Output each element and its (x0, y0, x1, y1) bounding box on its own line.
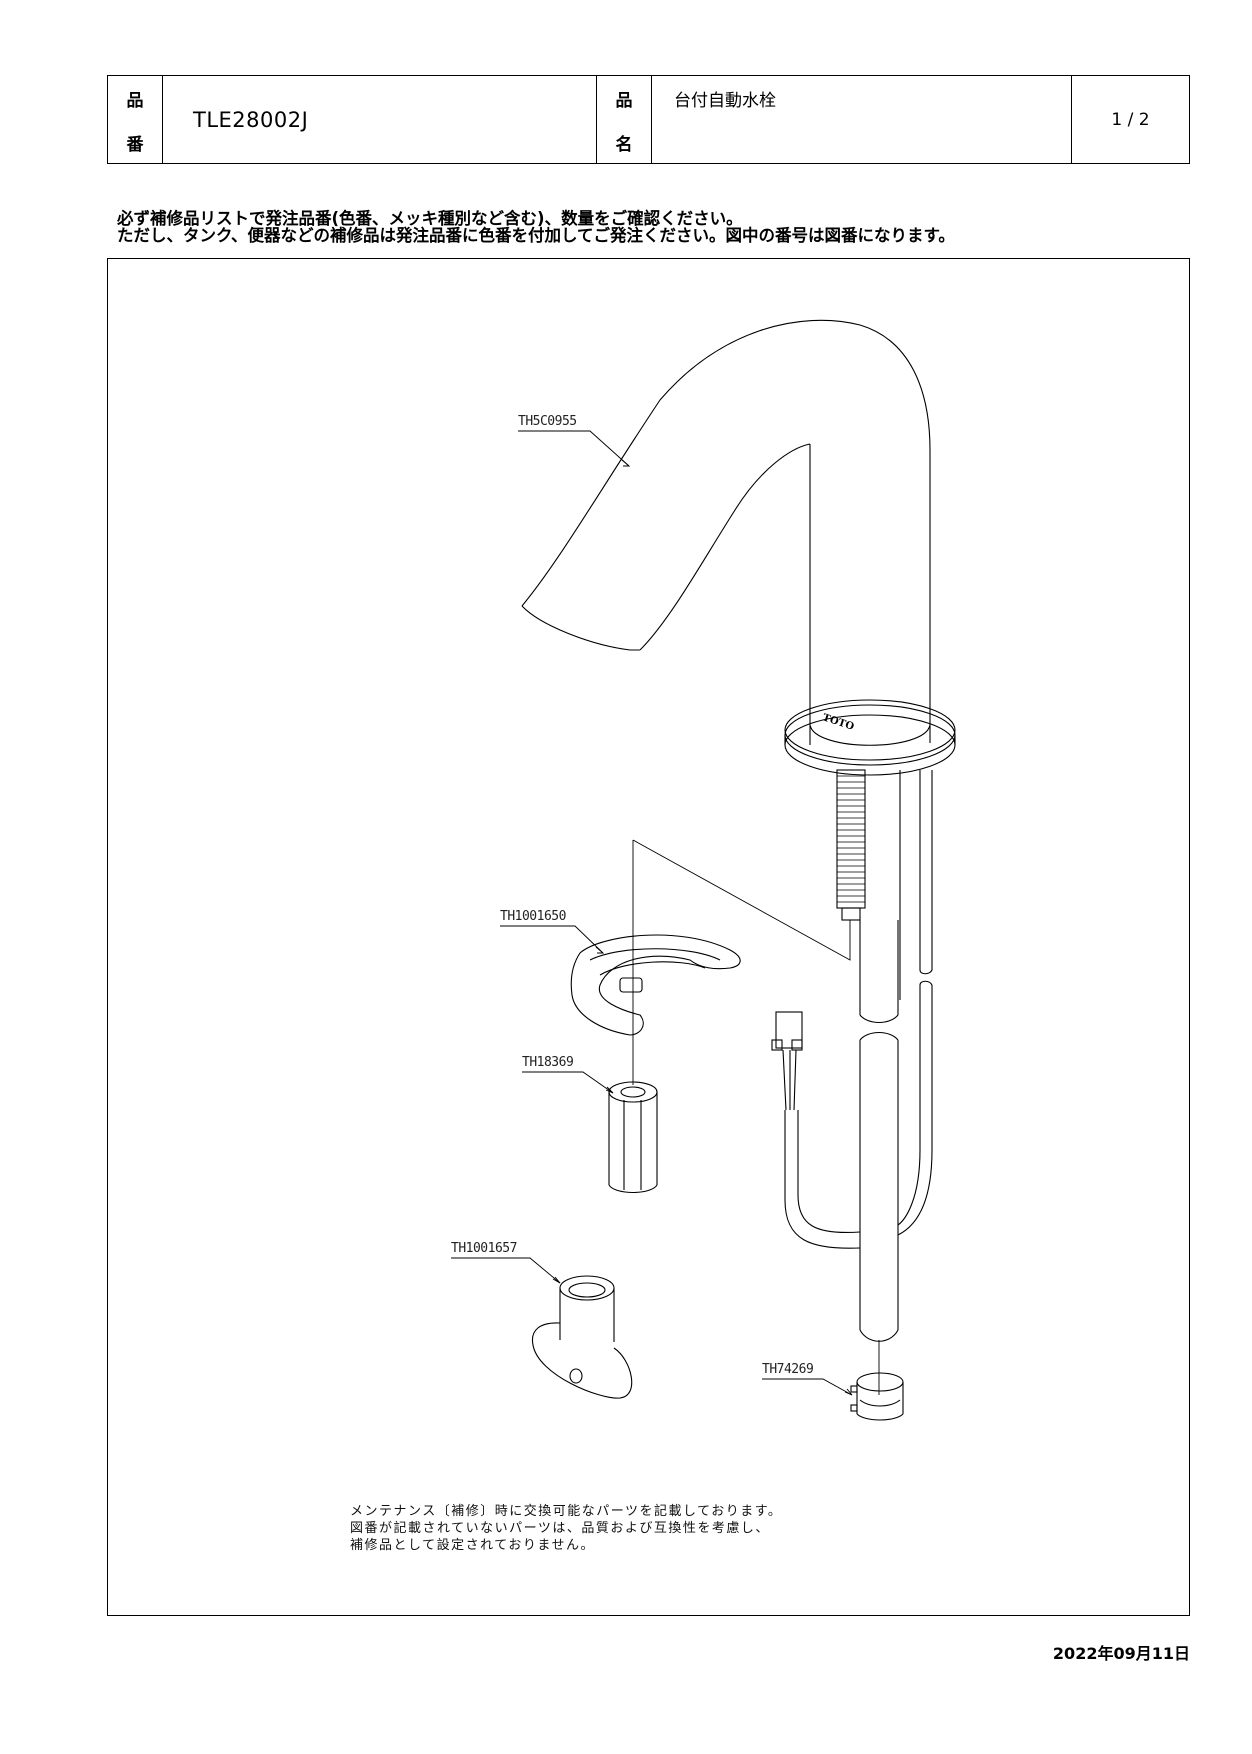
part-number-label: 品 番 (108, 76, 163, 163)
product-name-label: 品 名 (597, 76, 652, 163)
leader-lines (451, 430, 853, 1396)
spout-body-part: TOTO (521, 319, 956, 1000)
footnote-line-3: 補修品として設定されておりません。 (350, 1538, 595, 1553)
part-label-th18369: TH18369 (522, 1055, 574, 1070)
alignment-line (632, 839, 851, 1085)
footnote-line-2: 図番が記載されていないパーツは、品質および互換性を考慮し、 (350, 1521, 770, 1536)
spanner-key-part (531, 1275, 633, 1399)
product-name-label-bottom: 名 (615, 135, 633, 155)
part-label-th74269: TH74269 (762, 1362, 814, 1377)
order-notice-line-2: ただし、タンク、便器などの補修品は発注品番に色番を付加してご発注ください。図中の… (117, 226, 955, 245)
issue-date: 2022年09月11日 (1052, 1644, 1190, 1663)
supply-hose (859, 920, 933, 1342)
hose-clamp-part (850, 1340, 904, 1421)
horseshoe-washer-part (570, 934, 741, 1036)
page-number: 1 / 2 (1111, 109, 1150, 130)
title-block: 品 番 TLE28002J 品 名 台付自動水栓 1 / 2 (107, 75, 1190, 164)
part-number-value: TLE28002J (163, 76, 597, 163)
part-label-th5c0955: TH5C0955 (518, 414, 577, 429)
maintenance-footnote: メンテナンス〔補修〕時に交換可能なパーツを記載しております。 図番が記載されてい… (350, 1503, 782, 1554)
sensor-cable (771, 1011, 861, 1249)
part-number-label-top: 品 (126, 91, 144, 111)
footnote-line-1: メンテナンス〔補修〕時に交換可能なパーツを記載しております。 (350, 1504, 783, 1519)
part-label-th1001657: TH1001657 (451, 1241, 517, 1256)
part-number-label-bottom: 番 (126, 135, 144, 155)
hex-coupling-part (608, 1081, 658, 1194)
product-name-value: 台付自動水栓 (652, 76, 1072, 163)
order-notice: 必ず補修品リストで発注品番(色番、メッキ種別など含む)、数量をご確認ください。 … (117, 210, 955, 244)
order-notice-line-1: 必ず補修品リストで発注品番(色番、メッキ種別など含む)、数量をご確認ください。 (117, 209, 743, 228)
product-name-label-top: 品 (615, 91, 633, 111)
part-label-th1001650: TH1001650 (500, 909, 566, 924)
exploded-view-frame (107, 258, 1190, 1616)
